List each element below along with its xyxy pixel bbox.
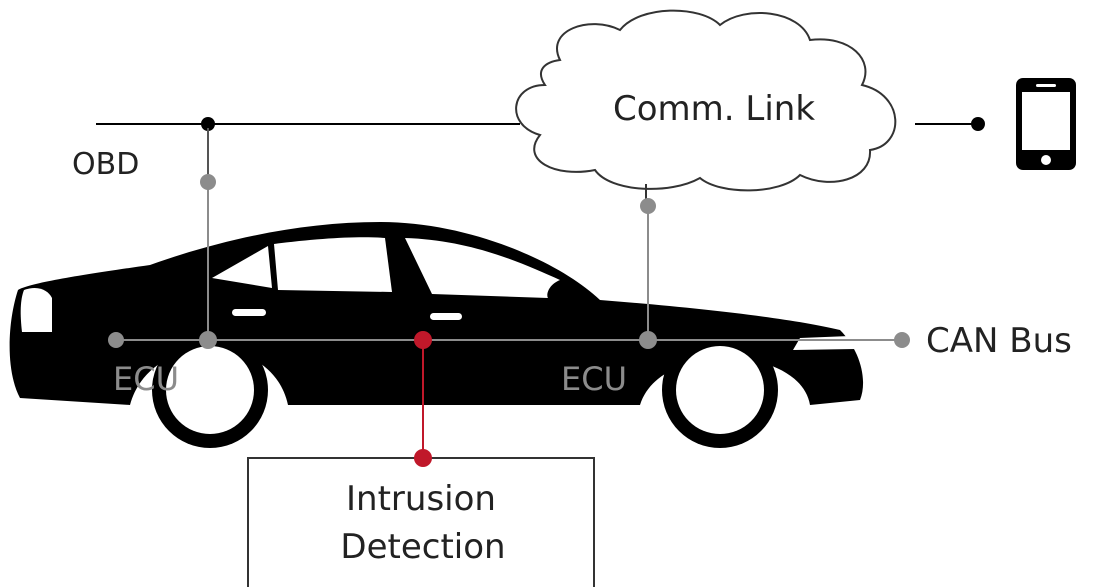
ecu-left-node [199, 331, 217, 349]
comm-to-can-line [640, 198, 656, 340]
obd-junction-node [201, 117, 215, 131]
can-bus-label: CAN Bus [926, 321, 1072, 361]
car-silhouette-icon [9, 222, 864, 448]
phone-junction-node [971, 117, 985, 131]
intrusion-detection-box: Intrusion Detection [247, 449, 595, 587]
can-bus-left-end-node [108, 332, 124, 348]
ids-box-node [414, 449, 432, 467]
telematics-node [640, 198, 656, 214]
can-bus-line [108, 331, 910, 349]
obd-port-node [200, 174, 216, 190]
intrusion-detection-tap [414, 331, 432, 458]
comm-link-label: Comm. Link [613, 89, 815, 129]
top-communication-line [96, 117, 985, 181]
intrusion-label-line1: Intrusion [346, 479, 496, 519]
ecu-right-node [639, 331, 657, 349]
ids-bus-node [414, 331, 432, 349]
obd-label: OBD [72, 147, 139, 182]
can-bus-right-end-node [894, 332, 910, 348]
smartphone-icon [1016, 78, 1076, 170]
ecu-right-label: ECU [561, 360, 627, 398]
intrusion-label-line2: Detection [340, 527, 505, 567]
ecu-left-label: ECU [113, 360, 179, 398]
obd-to-can-line [200, 174, 216, 340]
